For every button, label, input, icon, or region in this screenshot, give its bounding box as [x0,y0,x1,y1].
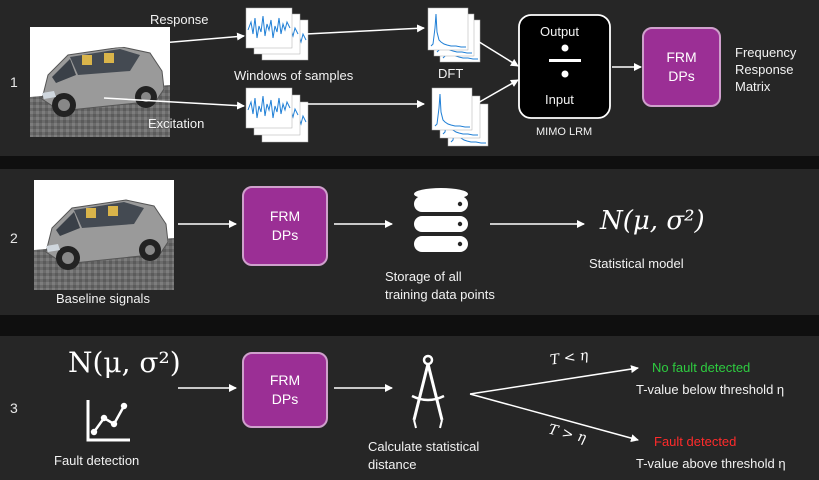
divide-icon [549,44,581,78]
frm-dps-box-row3: FRM DPs [242,352,328,428]
dps-label: DPs [271,391,299,407]
database-icon [414,188,468,252]
compass-icon [411,354,445,429]
row-number-3: 3 [10,400,18,416]
output-label: Output [540,24,580,39]
dps-label: DPs [668,68,695,84]
frequency-response-matrix-label: Frequency Response Matrix [735,44,796,95]
row-number-1: 1 [10,74,18,90]
dft-windows-top [427,7,481,63]
fault-model-formula: N(μ, σ²) [68,346,181,379]
mimo-lrm-box [518,14,611,119]
frm-dps-box-row1: FRM DPs [642,27,721,107]
dps-label: DPs [271,227,299,243]
storage-label: Storage of all training data points [385,268,495,304]
result-line-2: Response [735,62,794,77]
statistical-model-caption: Statistical model [589,256,684,271]
fault-detection-label: Fault detection [54,453,140,468]
result-line-1: Frequency [735,45,797,60]
separator-2 [0,315,819,336]
car-image-row2 [33,179,175,291]
frm-label: FRM [269,208,301,224]
panel-row-3 [0,336,819,480]
result-line-3: Matrix [735,79,771,94]
response-label: Response [150,12,209,27]
storage-line-2: training data points [385,287,495,302]
statistical-model-formula: N(μ, σ²) [600,206,705,236]
no-fault-status: No fault detected [652,360,751,375]
input-label: Input [545,92,574,107]
mimo-lrm-label: MIMO LRM [536,126,593,138]
dft-windows-bottom [431,87,489,147]
excitation-label: Excitation [148,116,205,131]
response-windows [245,7,309,61]
below-threshold-label: T-value below threshold η [636,382,785,397]
fault-status: Fault detected [654,434,737,449]
frm-label: FRM [666,49,697,65]
frm-label: FRM [269,372,301,388]
baseline-label: Baseline signals [56,291,150,306]
excitation-windows [245,87,309,143]
separator-1 [0,156,819,169]
line-chart-icon [86,400,130,442]
calculate-distance-label: Calculate statistical distance [368,438,479,474]
row-number-2: 2 [10,230,18,246]
windows-label: Windows of samples [234,68,354,83]
storage-line-1: Storage of all [385,269,462,284]
calc-line-1: Calculate statistical [368,439,480,454]
frm-dps-box-row2: FRM DPs [242,186,328,266]
above-threshold-label: T-value above threshold η [636,456,786,471]
dft-label: DFT [438,66,464,81]
calc-line-2: distance [368,457,417,472]
